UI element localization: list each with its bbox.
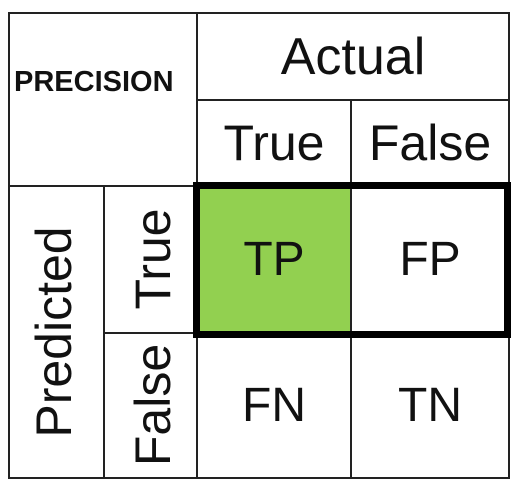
actual-header: Actual [280, 27, 426, 86]
cell-tn: TN [398, 379, 462, 432]
predicted-true-highlight-box [193, 182, 511, 338]
predicted-header: Predicted [26, 226, 82, 438]
grid-line [8, 12, 510, 14]
cell-fn: FN [242, 379, 306, 432]
tp-cell-highlight [197, 186, 352, 332]
cell-tp: TP [243, 233, 305, 286]
column-header-true: True [223, 115, 325, 171]
grid-line [350, 99, 352, 479]
corner-label: PRECISION [14, 65, 174, 98]
grid-line [8, 12, 10, 479]
row-header-false: False [125, 343, 181, 467]
row-header-true: True [125, 208, 181, 310]
column-header-false: False [368, 115, 492, 171]
grid-line [196, 99, 510, 101]
grid-line [8, 477, 510, 479]
cell-fp: FP [399, 233, 461, 286]
